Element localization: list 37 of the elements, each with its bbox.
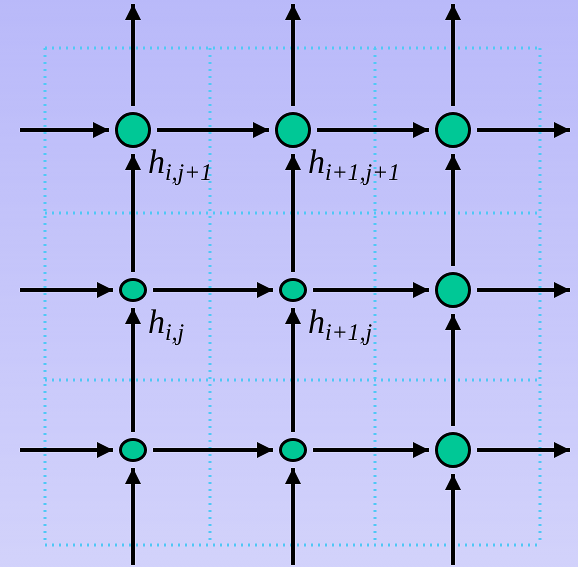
grid-node [119, 278, 147, 302]
grid-node [115, 112, 151, 148]
variable-label: h$_{i,j+1}$ [148, 146, 212, 186]
arrow [445, 154, 461, 266]
arrow [153, 442, 273, 458]
arrow [313, 282, 429, 298]
arrow [313, 442, 429, 458]
grid-node [119, 438, 147, 462]
arrow [477, 282, 570, 298]
grid-node [435, 272, 471, 308]
arrow [477, 122, 570, 138]
arrow [285, 154, 301, 272]
arrow [157, 122, 269, 138]
arrow [153, 282, 273, 298]
variable-label: h$_{i+1,j+1}$ [308, 146, 400, 186]
arrow [125, 468, 141, 565]
arrow [477, 442, 570, 458]
arrow [285, 308, 301, 432]
arrow [20, 282, 113, 298]
arrow [285, 468, 301, 565]
grid-node [435, 432, 471, 468]
arrow [445, 314, 461, 426]
arrow [20, 122, 109, 138]
variable-label: h$_{i+1,j}$ [308, 306, 372, 346]
arrow [285, 4, 301, 106]
grid-node [275, 112, 311, 148]
grid-node [279, 278, 307, 302]
grid-node [435, 112, 471, 148]
variable-label: h$_{i,j}$ [148, 306, 184, 346]
arrow [125, 308, 141, 432]
arrow [125, 154, 141, 272]
grid-node [279, 438, 307, 462]
arrow [445, 474, 461, 565]
arrow [20, 442, 113, 458]
arrow [125, 4, 141, 106]
arrow [445, 4, 461, 106]
arrow [317, 122, 429, 138]
